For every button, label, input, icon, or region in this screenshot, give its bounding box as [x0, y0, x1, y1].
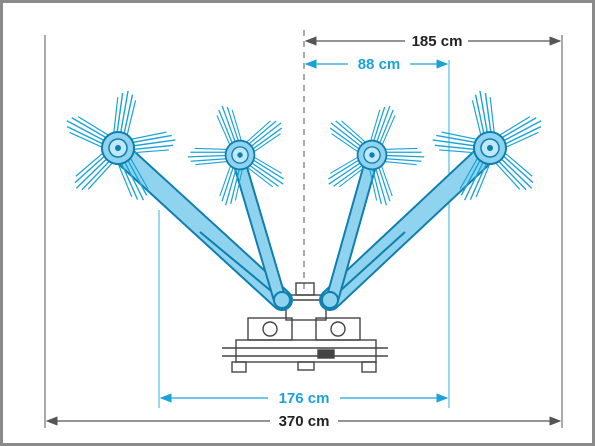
- dimension-bottom-inner: 176 cm: [159, 390, 449, 407]
- dimension-bottom-inner-label: 176 cm: [279, 390, 330, 407]
- dimension-top-outer-label: 185 cm: [412, 33, 463, 50]
- dimension-bottom-outer-label: 370 cm: [279, 413, 330, 430]
- dimension-top-inner: 88 cm: [304, 56, 449, 73]
- chassis: [222, 282, 388, 373]
- arms: [107, 139, 501, 311]
- dimension-top-outer: 185 cm: [304, 33, 562, 50]
- extent-guides: [44, 30, 563, 428]
- dimension-bottom-outer: 370 cm: [45, 413, 562, 430]
- dimension-top-inner-label: 88 cm: [358, 56, 401, 73]
